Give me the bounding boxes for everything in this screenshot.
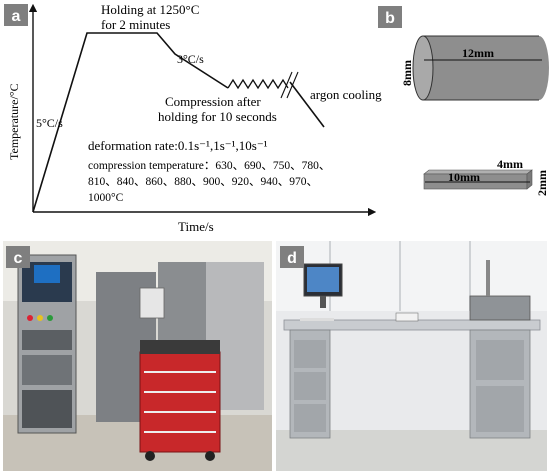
panel-c-photo: c: [3, 241, 272, 471]
cylinder-length-label: 12mm: [462, 46, 494, 60]
rack-panel-1: [22, 330, 72, 350]
y-axis-label: Temperature/°C: [7, 83, 21, 160]
keyboard: [300, 318, 334, 321]
panel-a-badge: [4, 4, 28, 26]
hold-label-2: for 2 minutes: [101, 17, 170, 32]
cylinder-body: [423, 36, 539, 100]
argon-cooling-curve: [289, 81, 325, 128]
plate-thickness-label: 2mm: [535, 170, 549, 196]
control-monitor: [34, 265, 60, 283]
lab-desk-top: [283, 319, 541, 331]
instrument-post: [486, 260, 490, 296]
cylinder-front-face: [412, 35, 434, 101]
cylinder-diameter-label: 8mm: [400, 60, 414, 86]
compression-label-2: holding for 10 seconds: [158, 109, 277, 124]
panel-c-badge: [6, 246, 30, 268]
compression-temp-3: 1000°C: [88, 192, 124, 204]
plate-specimen: [423, 169, 533, 190]
x-axis-label: Time/s: [178, 219, 214, 234]
machine-window: [139, 287, 165, 319]
panel-b: b 12mm 8mm 10mm 4mm 2mm: [378, 6, 549, 196]
right-cabinet-panel-1: [476, 340, 524, 380]
red-tool-cabinet: [139, 351, 221, 453]
cylinder-specimen: [412, 35, 549, 101]
argon-label: argon cooling: [310, 87, 382, 102]
cabinet-wheel-1: [145, 451, 155, 461]
rack-panel-2: [22, 355, 72, 385]
hold-label-1: Holding at 1250°C: [101, 2, 199, 17]
panel-d-label: d: [287, 250, 297, 267]
rack-panel-3: [22, 390, 72, 428]
dilatometer-instrument: [469, 295, 531, 321]
deformation-rate: deformation rate:0.1s⁻¹,1s⁻¹,10s⁻¹: [88, 138, 268, 153]
rack-button-1: [27, 315, 33, 321]
monitor-screen: [307, 267, 339, 292]
panel-b-badge: [378, 6, 402, 28]
heat-rate-label: 5°C/s: [36, 116, 63, 130]
cylinder-back-end: [529, 36, 549, 100]
plate-length-label: 10mm: [448, 170, 480, 184]
panel-d-badge: [280, 246, 304, 268]
panel-c-label: c: [14, 250, 23, 267]
left-cabinet-drawer-2: [294, 372, 326, 400]
monitor-stand: [320, 296, 326, 308]
desk-device: [395, 312, 419, 322]
compression-temp-2: 810、840、860、880、900、920、940、970、: [88, 176, 318, 188]
right-cabinet-panel-2: [476, 386, 524, 432]
break-mark-1: [280, 71, 293, 99]
process-curve: [32, 32, 229, 213]
compression-zigzag: [227, 78, 289, 90]
compression-temp-1: compression temperature：630、690、750、780、: [88, 160, 330, 172]
rack-button-2: [37, 315, 43, 321]
panel-b-label: b: [385, 10, 395, 27]
panel-d-photo: d: [276, 241, 547, 471]
plate-width-label: 4mm: [497, 157, 523, 171]
cabinet-top: [140, 340, 220, 354]
cool-rate-label: 3°C/s: [177, 52, 204, 66]
panel-a: a Temperature/°C Time/s Holding at 1250°…: [4, 2, 382, 234]
rack-button-3: [47, 315, 53, 321]
left-cabinet-drawer-1: [294, 340, 326, 368]
left-cabinet-drawer-3: [294, 404, 326, 432]
panel-a-label: a: [12, 8, 21, 25]
plate-side-face: [526, 169, 533, 190]
cabinet-wheel-2: [205, 451, 215, 461]
compression-label-1: Compression after: [165, 94, 261, 109]
